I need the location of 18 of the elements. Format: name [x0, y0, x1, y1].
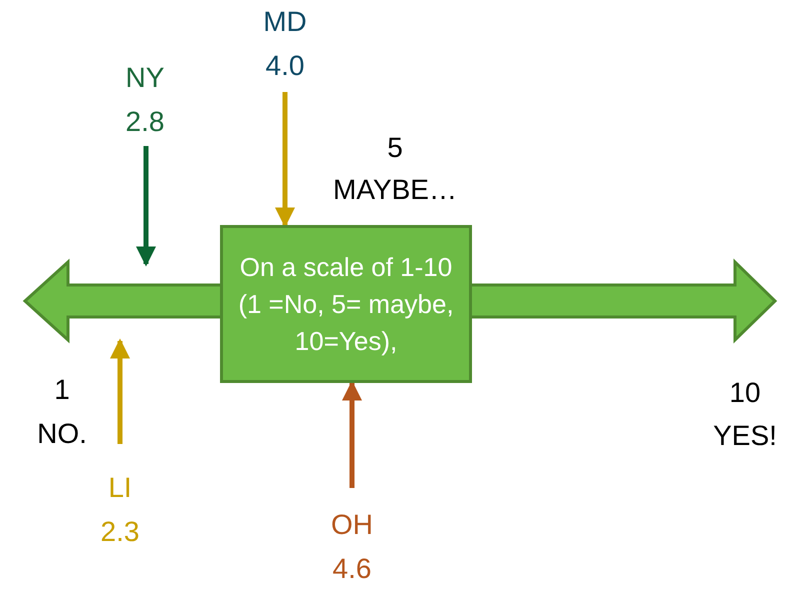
score-value: 2.3	[100, 515, 140, 549]
arrow	[342, 380, 362, 488]
state-label: LI	[108, 471, 132, 505]
state-label: OH	[331, 508, 373, 542]
arrow	[110, 338, 130, 444]
state-label: MD	[263, 5, 307, 39]
state-label: NY	[126, 61, 164, 95]
scale-label: MAYBE…	[332, 173, 458, 207]
scale-label: 10	[728, 376, 762, 410]
scale-label: 1	[53, 373, 71, 407]
scale-label: 5	[386, 131, 404, 165]
arrow	[275, 92, 295, 228]
score-value: 2.8	[126, 105, 164, 139]
scale-label: YES!	[712, 419, 778, 453]
score-value: 4.0	[266, 49, 304, 83]
arrow	[136, 146, 156, 266]
score-value: 4.6	[332, 552, 372, 586]
scale-label: NO.	[36, 417, 88, 451]
